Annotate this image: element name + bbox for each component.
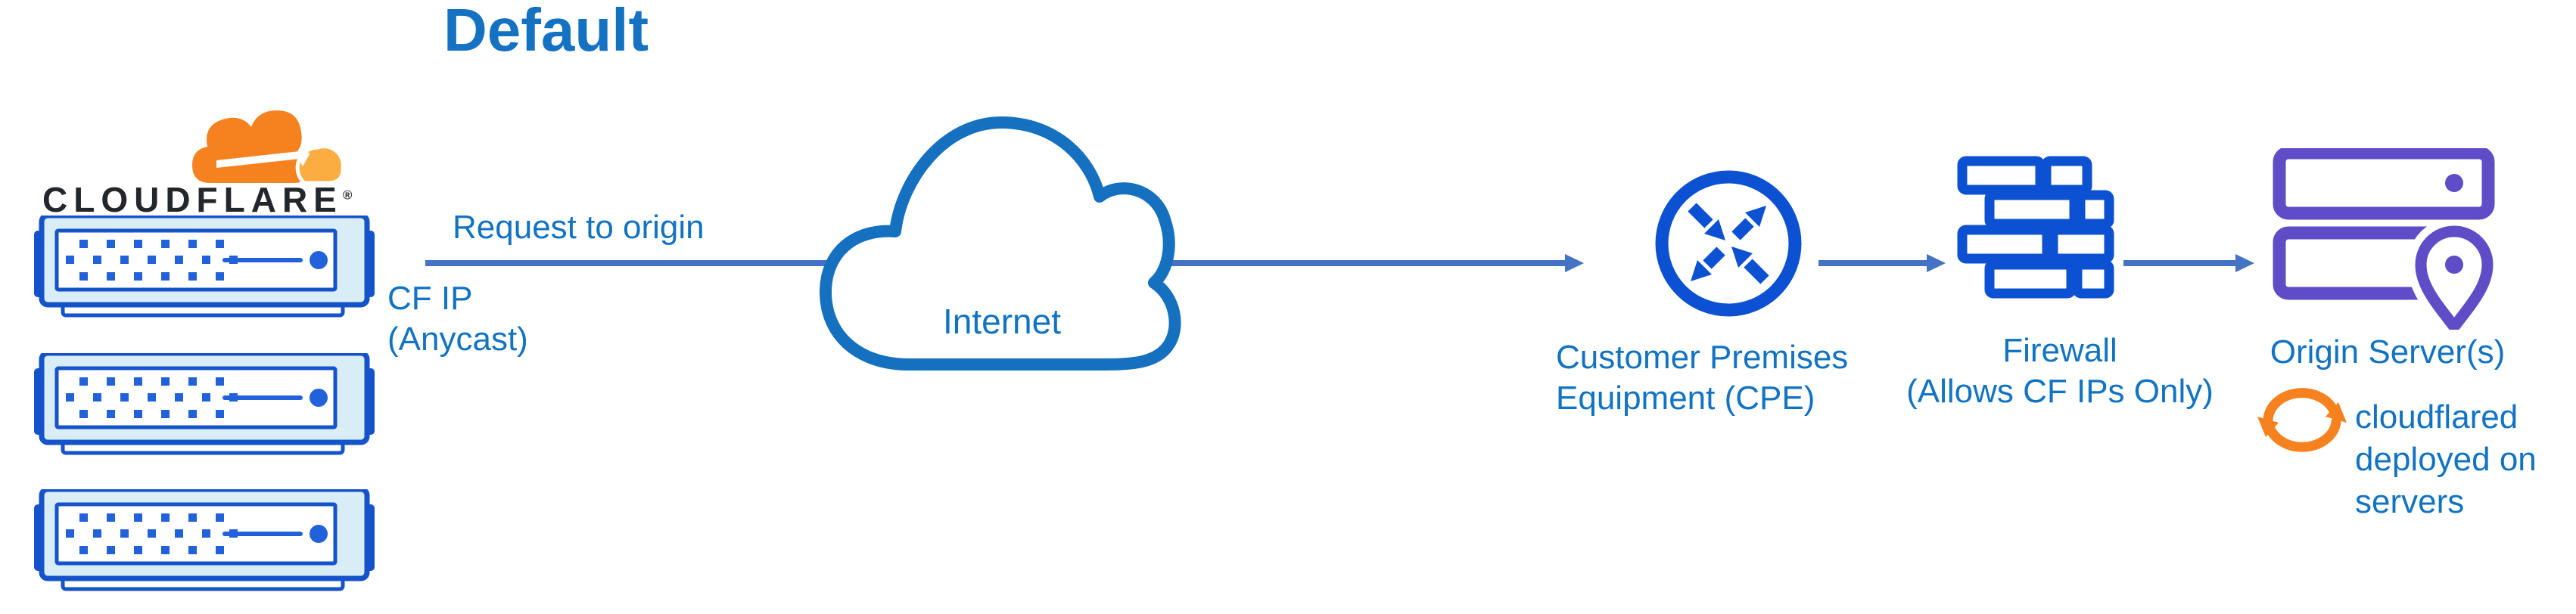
cpe-router-icon <box>1655 170 1802 317</box>
right-arrow-icon <box>1927 254 1946 272</box>
right-arrow-icon <box>1565 254 1584 272</box>
cloudflare-logo-icon <box>192 110 344 185</box>
location-pin-icon <box>2415 225 2494 330</box>
cloudflare-server-icon-2 <box>34 353 375 455</box>
firewall-brick-icon <box>1957 156 2114 299</box>
page-title: Default <box>443 0 649 64</box>
right-arrow-icon <box>2235 254 2254 272</box>
flow-line-cpe-to-firewall <box>1818 260 1927 266</box>
cloudflared-note: cloudflared deployed on servers <box>2355 398 2537 520</box>
internet-label: Internet <box>943 302 1061 341</box>
cpe-label: Customer Premises Equipment (CPE) <box>1556 339 1849 417</box>
cloudflare-wordmark: CLOUDFLARE® <box>42 180 353 219</box>
cloudflare-server-icon-3 <box>34 489 375 591</box>
internet-cloud-icon <box>820 116 1181 371</box>
server-led-dots <box>66 377 238 418</box>
registered-mark: ® <box>342 188 353 203</box>
request-to-origin-label: Request to origin <box>453 209 705 246</box>
origin-servers-icon <box>2273 148 2497 330</box>
cloudflared-sync-icon <box>2257 388 2347 452</box>
origin-servers-label: Origin Server(s) <box>2270 333 2506 371</box>
cf-ip-anycast-label: CF IP (Anycast) <box>387 280 528 358</box>
firewall-label: Firewall (Allows CF IPs Only) <box>1906 332 2214 410</box>
flow-line-firewall-to-origin <box>2123 260 2236 266</box>
cloudflare-server-icon-1 <box>34 216 375 318</box>
